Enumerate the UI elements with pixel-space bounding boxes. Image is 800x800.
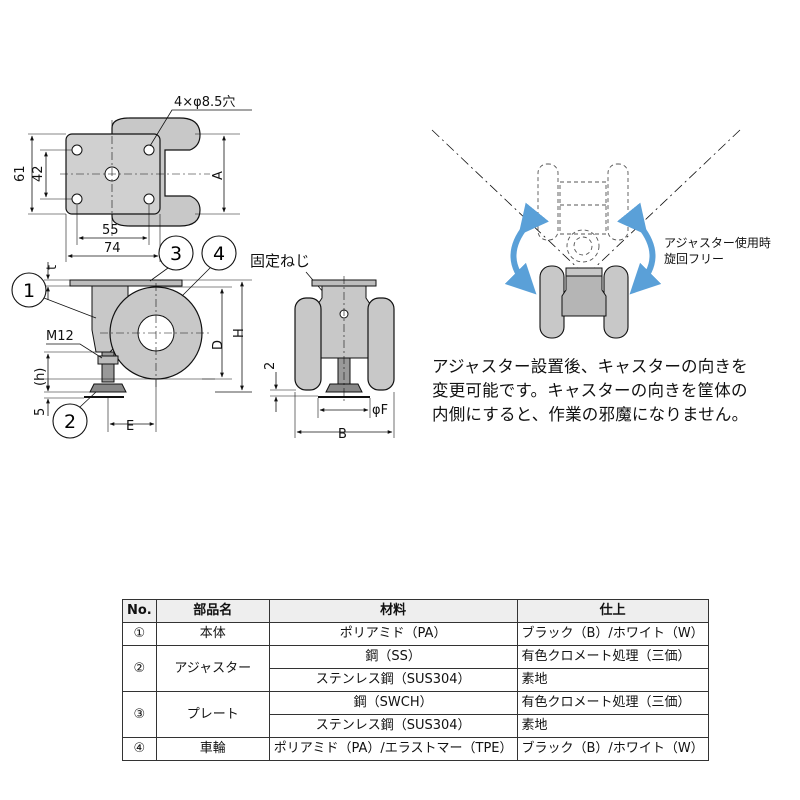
svg-text:1: 1 (23, 280, 35, 302)
swivel-label-2: 旋回フリー (664, 252, 724, 266)
table-row: ② アジャスター 鋼（SS） 有色クロメート処理（三価） (122, 645, 709, 692)
callout-2: 2 (52, 391, 97, 439)
caption-line: アジャスター設置後、キャスターの向きを (432, 357, 748, 376)
caption-line: 変更可能です。キャスターの向きを筐体の (432, 381, 748, 400)
svg-text:4: 4 (213, 243, 225, 265)
header-finish: 仕上 (516, 599, 709, 623)
rotation-view: アジャスター使用時 旋回フリー (431, 129, 771, 339)
cell-material: ステンレス鋼（SUS304） (268, 668, 518, 692)
cell-name: アジャスター (155, 645, 270, 692)
cell-finish: ブラック（B）/ホワイト（W） (516, 737, 709, 761)
label-m12: M12 (46, 329, 74, 344)
cell-no: ② (122, 645, 157, 692)
dim-A: A (211, 171, 226, 180)
cell-finish: 素地 (516, 714, 709, 738)
dim-t: t (45, 265, 60, 270)
side-plate (69, 279, 183, 287)
dim-E: E (126, 419, 134, 434)
hole (71, 193, 83, 205)
dim-42: 42 (31, 165, 46, 182)
table-row: ③ プレート 鋼（SWCH） 有色クロメート処理（三価） (122, 691, 709, 738)
hole-note: 4×φ8.5穴 (174, 95, 235, 110)
rotate-arrow-right (617, 202, 662, 295)
caster-wheel-left (539, 265, 565, 339)
cell-name: 車輪 (155, 737, 270, 761)
table-header-row: No. 部品名 材料 仕上 (122, 599, 709, 623)
cell-material: ポリアミド（PA）/エラストマー（TPE） (268, 737, 518, 761)
caption: アジャスター設置後、キャスターの向きを 変更可能です。キャスターの向きを筐体の … (432, 355, 800, 427)
hole (71, 144, 83, 156)
cell-no: ① (122, 622, 157, 646)
cell-material: ステンレス鋼（SUS304） (268, 714, 518, 738)
table-row: ① 本体 ポリアミド（PA） ブラック（B）/ホワイト（W） (122, 622, 709, 646)
callout-3: 3 (149, 235, 194, 282)
cell-finish: ブラック（B）/ホワイト（W） (516, 622, 709, 646)
dim-55: 55 (102, 223, 119, 238)
dim-74: 74 (104, 241, 121, 256)
caster-wheel-right (603, 265, 629, 339)
front-wheel-right (367, 297, 395, 391)
cell-name: 本体 (155, 622, 270, 646)
top-view: 4×φ8.5穴 61 42 55 74 A (13, 95, 252, 262)
cell-finish: 素地 (516, 668, 709, 692)
dim-D: D (211, 340, 226, 350)
svg-text:2: 2 (64, 411, 76, 433)
caster-body (561, 275, 607, 317)
cell-finish: 有色クロメート処理（三価） (516, 645, 709, 669)
dim-h: (h) (33, 368, 48, 386)
cell-material: 鋼（SWCH） (268, 691, 518, 715)
dim-5: 5 (33, 408, 48, 416)
screw-label: 固定ねじ (250, 252, 310, 270)
ghost-wheel-right (607, 163, 629, 241)
swivel-label-1: アジャスター使用時 (664, 235, 771, 250)
cell-no: ④ (122, 737, 157, 761)
side-adjuster-foot (89, 383, 127, 393)
rotate-arrow-left (504, 202, 549, 295)
dim-phiF: φF (372, 403, 388, 418)
header-material: 材料 (268, 599, 518, 623)
dim-H: H (232, 328, 247, 338)
callout-1: 1 (11, 272, 97, 319)
caption-line: 内側にすると、作業の邪魔になりません。 (432, 405, 749, 424)
ghost-wheel-left (537, 163, 559, 241)
parts-table: No. 部品名 材料 仕上 ① 本体 ポリアミド（PA） ブラック（B）/ホワイ… (122, 599, 709, 761)
dim-B: B (338, 427, 347, 442)
front-wheel-left (294, 297, 322, 391)
callout-4: 4 (181, 235, 237, 297)
hole (143, 144, 155, 156)
svg-text:3: 3 (170, 243, 182, 265)
cell-material: ポリアミド（PA） (268, 622, 518, 646)
table-row: ステンレス鋼（SUS304） 素地 (123, 714, 709, 738)
side-view: t 1 3 4 2 M12 (h) (11, 235, 252, 439)
hole (143, 193, 155, 205)
dim-61: 61 (13, 165, 28, 182)
dim-2: 2 (263, 362, 278, 370)
cell-no: ③ (122, 691, 157, 738)
header-no: No. (122, 599, 157, 623)
cell-name: プレート (155, 691, 270, 738)
front-view: 固定ねじ 2 φF B (250, 252, 395, 442)
cell-material: 鋼（SS） (268, 645, 518, 669)
table-row: ④ 車輪 ポリアミド（PA）/エラストマー（TPE） ブラック（B）/ホワイト（… (122, 737, 709, 761)
header-part-name: 部品名 (155, 599, 270, 623)
cell-finish: 有色クロメート処理（三価） (516, 691, 709, 715)
